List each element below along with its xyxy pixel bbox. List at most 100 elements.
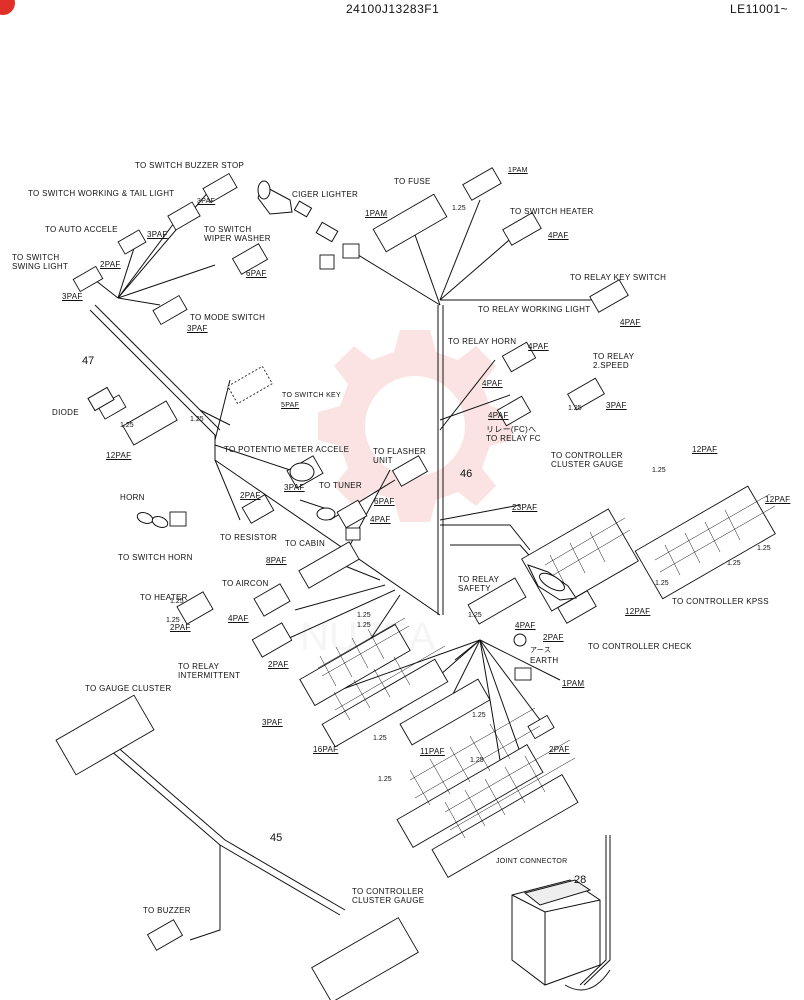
wire-gauge: 1.25 <box>378 776 392 783</box>
label-potentio: TO POTENTIO METER ACCELE <box>224 445 350 454</box>
wire-gauge: 1.25 <box>655 580 669 587</box>
corner-mark-icon <box>0 0 15 15</box>
wire-gauge: 1.25 <box>170 598 184 605</box>
wire-gauge: 1.25 <box>470 757 484 764</box>
callout-47: 47 <box>82 355 95 367</box>
label-controller-cluster-1: TO CONTROLLER <box>551 451 623 460</box>
code-4paf-check: 4PAF <box>515 621 536 630</box>
code-1pam-earth: 1PAM <box>562 679 585 688</box>
label-earth-jp: アース <box>530 647 552 654</box>
wire-gauge: 1.25 <box>472 712 486 719</box>
code-2paf-lower: 2PAF <box>549 745 570 754</box>
callout-45: 45 <box>270 832 283 844</box>
label-flasher-1: TO FLASHER <box>373 447 427 456</box>
code-16paf: 16PAF <box>313 745 339 754</box>
label-heater: TO HEATER <box>140 593 188 602</box>
code-2paf-check: 2PAF <box>543 633 564 642</box>
code-6paf-wiper: 6PAF <box>246 269 267 278</box>
wire-gauge: 1.25 <box>452 205 466 212</box>
code-3paf-swing: 3PAF <box>62 292 83 301</box>
code-3paf-buzzer: 3PAF <box>197 198 216 205</box>
label-switch-buzzer-stop: TO SWITCH BUZZER STOP <box>135 161 245 170</box>
label-flasher-2: UNIT <box>373 456 393 465</box>
label-controller-kpss: TO CONTROLLER KPSS <box>672 597 769 606</box>
wire-gauge: 1.25 <box>357 612 371 619</box>
code-12paf-cluster-b: 12PAF <box>765 495 791 504</box>
label-relay-horn: TO RELAY HORN <box>448 337 517 346</box>
code-4paf-fc: 4PAF <box>488 411 509 420</box>
label-to-fuse: TO FUSE <box>394 177 431 186</box>
label-switch-swing-1: TO SWITCH <box>12 253 60 262</box>
part-number: 24100J13283F1 <box>346 2 440 16</box>
code-11paf: 11PAF <box>420 747 445 756</box>
label-diode: DIODE <box>52 408 79 417</box>
wire-gauge: 1.25 <box>357 622 371 629</box>
label-buzzer: TO BUZZER <box>143 906 191 915</box>
label-relay-safety-2: SAFETY <box>458 584 491 593</box>
label-auto-accele: TO AUTO ACCELE <box>45 225 118 234</box>
label-relay-fc: TO RELAY FC <box>486 434 541 443</box>
label-switch-horn: TO SWITCH HORN <box>118 553 193 562</box>
label-resistor: TO RESISTOR <box>220 533 278 542</box>
label-relay-safety-1: TO RELAY <box>458 575 500 584</box>
label-relay-2speed-1: TO RELAY <box>593 352 635 361</box>
label-cabin: TO CABIN <box>285 539 326 548</box>
label-switch-swing-2: SWING LIGHT <box>12 262 69 271</box>
wire-gauge: 1.25 <box>468 612 482 619</box>
wire-gauge: 1.25 <box>757 545 771 552</box>
code-4paf-working: 4PAF <box>528 342 549 351</box>
label-controller-cluster-2: CLUSTER GAUGE <box>551 460 624 469</box>
label-joint-connector: JOINT CONNECTOR <box>496 858 568 865</box>
callout-46: 46 <box>460 468 473 480</box>
code-2paf-auto: 2PAF <box>100 260 121 269</box>
label-controller-check: TO CONTROLLER CHECK <box>588 642 692 651</box>
label-mode-switch: TO MODE SWITCH <box>190 313 266 322</box>
code-1pam-lighter: 1PAM <box>365 209 388 218</box>
label-controller-cluster-b-1: TO CONTROLLER <box>352 887 424 896</box>
code-8paf-cabin: 8PAF <box>266 556 287 565</box>
code-2paf-heater: 2PAF <box>170 623 191 632</box>
label-earth: EARTH <box>530 656 559 665</box>
wire-gauge: 1.25 <box>190 416 204 423</box>
label-switch-heater: TO SWITCH HEATER <box>510 207 594 216</box>
label-relay-intermittent-2: INTERMITTENT <box>178 671 241 680</box>
code-6paf-flasher: 6PAF <box>374 497 395 506</box>
label-relay-key-switch: TO RELAY KEY SWITCH <box>570 273 667 282</box>
code-3paf-cab: 3PAF <box>262 718 283 727</box>
label-relay-fc-jp: リレー(FC)へ <box>486 425 537 434</box>
code-3paf-potentio: 3PAF <box>284 483 305 492</box>
code-12paf-kpss: 12PAF <box>625 607 651 616</box>
code-4paf-horn: 4PAF <box>482 379 503 388</box>
wire-gauge: 1.25 <box>166 617 180 624</box>
callout-28: 28 <box>574 874 587 886</box>
label-controller-cluster-b-2: CLUSTER GAUGE <box>352 896 425 905</box>
wire-gauge: 1.25 <box>373 735 387 742</box>
code-2paf-intermittent: 2PAF <box>268 660 289 669</box>
wire-gauge: 1.25 <box>568 405 582 412</box>
label-relay-2speed-2: 2.SPEED <box>593 361 629 370</box>
label-gauge-cluster: TO GAUGE CLUSTER <box>85 684 172 693</box>
wire-gauge: 1.25 <box>120 422 134 429</box>
code-4paf-keyswitch: 4PAF <box>620 318 641 327</box>
wire-gauge: 1.25 <box>727 560 741 567</box>
label-aircon: TO AIRCON <box>222 579 269 588</box>
label-switch-wiper-2: WIPER WASHER <box>204 234 271 243</box>
code-2paf-resistor: 2PAF <box>240 491 261 500</box>
code-12paf-cluster: 12PAF <box>692 445 718 454</box>
code-1pam-fuse: 1PAM <box>508 167 528 174</box>
wire-gauge: 1.25 <box>652 467 666 474</box>
code-5paf-key: 5PAF <box>281 402 300 409</box>
label-relay-working-light: TO RELAY WORKING LIGHT <box>478 305 591 314</box>
code-3paf-2speed: 3PAF <box>606 401 627 410</box>
code-23paf-kpss: 23PAF <box>512 503 538 512</box>
label-ciger-lighter: CIGER LIGHTER <box>292 190 359 199</box>
code-4paf-heater: 4PAF <box>548 231 569 240</box>
code-3paf-mode: 3PAF <box>187 324 208 333</box>
code-4paf-tuner: 4PAF <box>370 515 391 524</box>
code-12paf-diode: 12PAF <box>106 451 132 460</box>
label-switch-key: TO SWITCH KEY <box>282 392 341 399</box>
label-switch-working-tail: TO SWITCH WORKING & TAIL LIGHT <box>28 189 175 198</box>
label-relay-intermittent-1: TO RELAY <box>178 662 220 671</box>
serial-range: LE11001~ <box>730 2 789 16</box>
